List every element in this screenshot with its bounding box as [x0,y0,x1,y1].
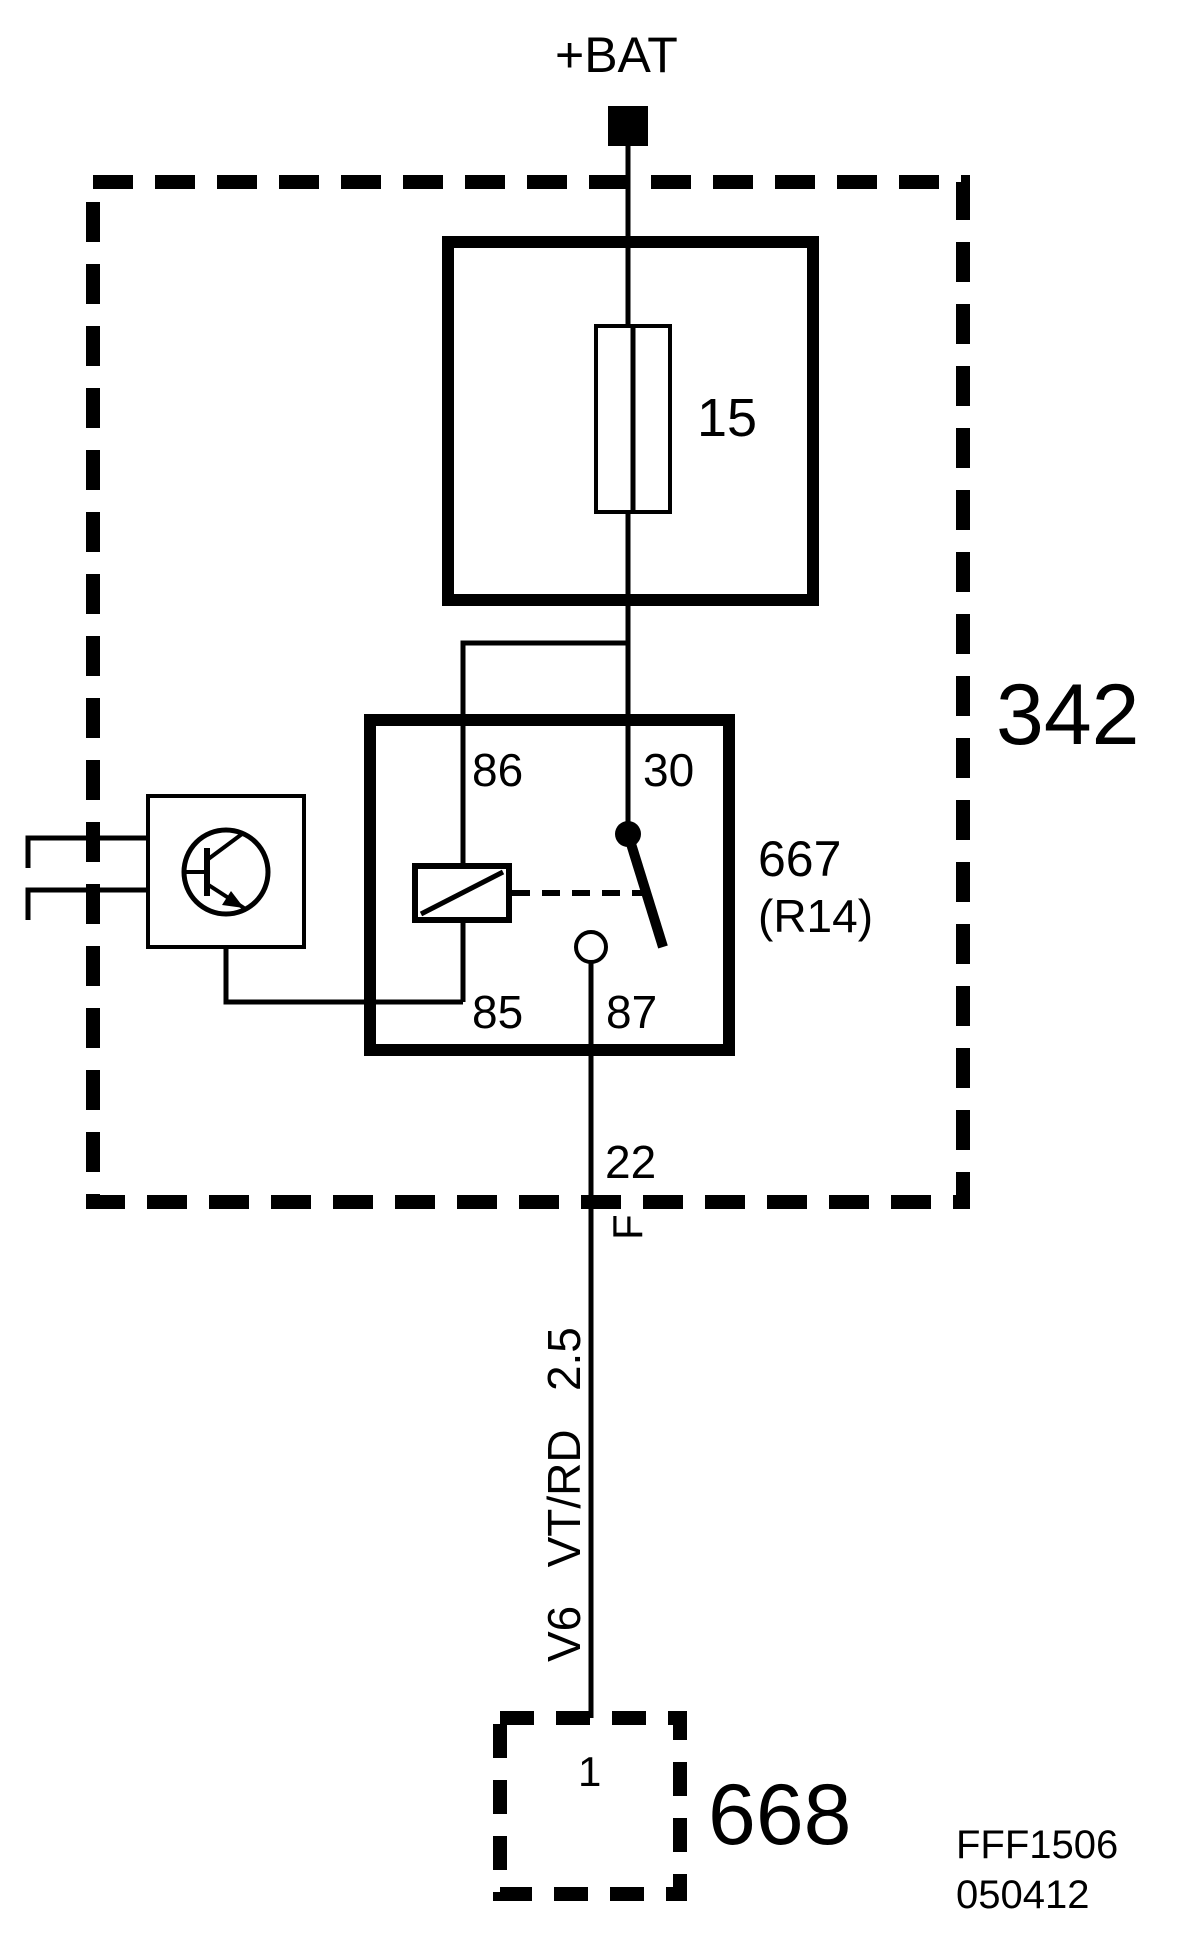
enclosure-342-label: 342 [996,667,1140,763]
fuse-label: 15 [697,388,757,448]
load-label: 668 [708,1767,852,1863]
module-input-2 [25,887,148,920]
connector-pin-label: 22 [605,1136,656,1188]
coil-feed-wire [460,640,628,875]
module-input-1 [25,835,148,868]
transistor-arrow [222,891,244,908]
relay-pin-85: 85 [472,986,523,1038]
drawing-date: 050412 [956,1873,1089,1917]
load-668-border [493,1711,687,1901]
transistor-collector [205,832,244,862]
enclosure-342-border [86,175,970,1209]
supply-terminal [608,106,648,146]
drawing-code: FFF1506 [956,1823,1118,1867]
relay-position: (R14) [758,890,873,942]
connector-pin-letter: F [604,1214,651,1240]
load-pin: 1 [578,1748,601,1795]
relay-contact-87 [574,930,608,964]
relay-label: 667 [758,831,841,887]
relay-pin-30: 30 [643,744,694,796]
relay-box [364,714,735,1056]
wire-label: V6 VT/RD 2.5 [538,1327,590,1662]
relay-contact-arm [623,832,668,949]
relay-pin-86: 86 [472,744,523,796]
supply-label: +BAT [555,27,678,83]
control-module [146,794,306,949]
relay-pin-87: 87 [606,986,657,1038]
module-wire [223,947,463,1005]
relay-coil-mark [419,869,505,917]
